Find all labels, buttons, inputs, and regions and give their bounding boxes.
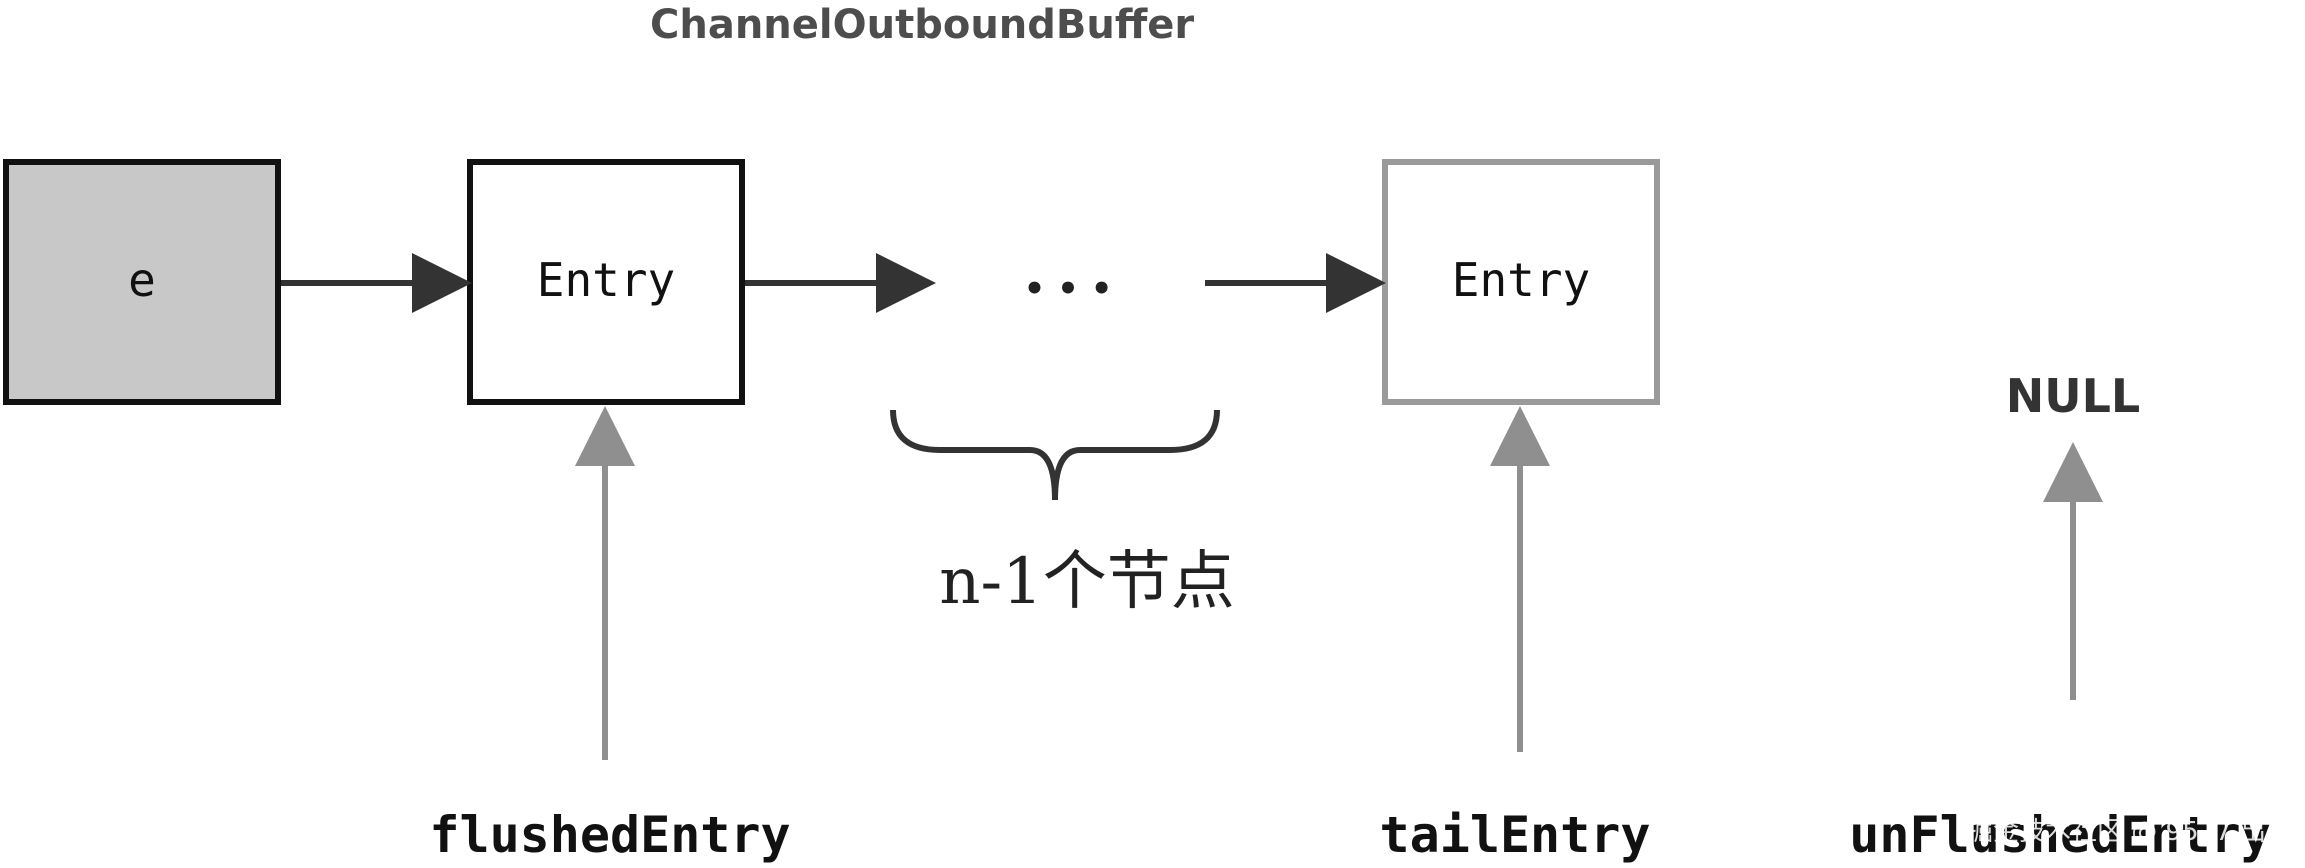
null-label: NULL: [2006, 369, 2140, 423]
watermark: 掘金技术社区 @ 9527 出列: [1967, 817, 2292, 847]
pointer-label-tail: tailEntry: [1380, 806, 1651, 864]
pointer-label-unflushed: unFlushedEntry: [1849, 806, 2270, 864]
node-entry-tail-box: [1382, 159, 1660, 405]
node-e-box: [3, 159, 281, 405]
brace-label: n-1个节点: [939, 545, 1235, 619]
brace: [890, 409, 1220, 501]
node-entry-first-label: Entry: [537, 253, 675, 307]
pointer-label-flushed: flushedEntry: [429, 806, 790, 864]
node-entry-tail-label: Entry: [1452, 253, 1590, 307]
node-entry-first-box: [467, 159, 745, 405]
ellipsis: • • •: [1024, 269, 1113, 309]
diagram-title: ChannelOutboundBuffer: [650, 2, 1194, 48]
node-e-label: e: [128, 253, 156, 307]
